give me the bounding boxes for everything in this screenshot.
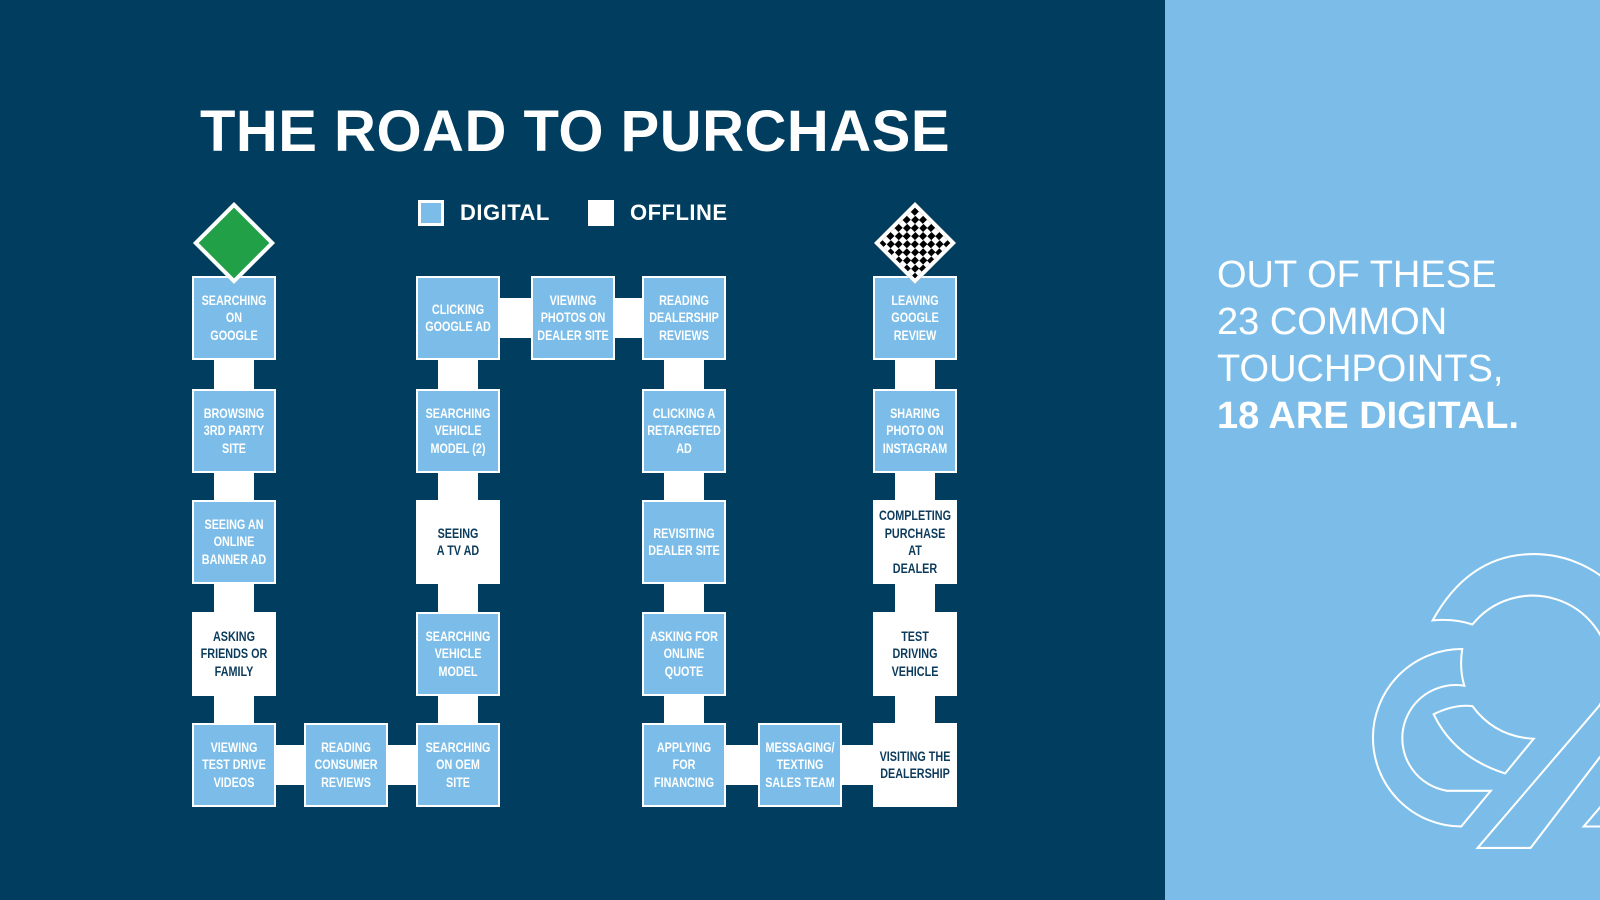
touchpoint-label: VISITING THE DEALERSHIP — [879, 748, 951, 782]
touchpoint-digital: ASKING FOR ONLINE QUOTE — [642, 612, 726, 696]
touchpoint-label: VIEWING TEST DRIVE VIDEOS — [202, 739, 266, 790]
touchpoint-label: ASKING FOR ONLINE QUOTE — [650, 628, 718, 679]
road-to-purchase-board: THE ROAD TO PURCHASE DIGITAL OFFLINE SEA… — [192, 99, 957, 807]
touchpoint-digital: SEARCHING ON OEM SITE — [416, 723, 500, 807]
touchpoint-digital: READING CONSUMER REVIEWS — [304, 723, 388, 807]
touchpoint-digital: VIEWING PHOTOS ON DEALER SITE — [531, 276, 615, 360]
touchpoint-label: BROWSING 3RD PARTY SITE — [203, 405, 265, 456]
touchpoint-digital: MESSAGING/ TEXTING SALES TEAM — [758, 723, 842, 807]
page-title: THE ROAD TO PURCHASE — [199, 99, 951, 164]
touchpoint-label: ASKING FRIENDS OR FAMILY — [200, 628, 268, 679]
touchpoint-label: SEARCHING ON OEM SITE — [425, 739, 491, 790]
touchpoint-label: CLICKING A RETARGETED AD — [647, 405, 721, 456]
touchpoint-label: SEARCHING ON GOOGLE — [201, 292, 267, 343]
touchpoint-offline: VISITING THE DEALERSHIP — [873, 723, 957, 807]
touchpoint-label: SEARCHING VEHICLE MODEL (2) — [425, 405, 491, 456]
digital-swatch — [418, 200, 444, 226]
touchpoint-label: SHARING PHOTO ON INSTAGRAM — [882, 405, 948, 456]
touchpoint-digital: SEARCHING ON GOOGLE — [192, 276, 276, 360]
touchpoint-label: APPLYING FOR FINANCING — [654, 739, 714, 790]
legend-digital: DIGITAL — [418, 200, 550, 226]
touchpoint-digital: CLICKING GOOGLE AD — [416, 276, 500, 360]
touchpoint-digital: REVISITING DEALER SITE — [642, 500, 726, 584]
summary-line-3: TOUCHPOINTS, — [1217, 348, 1504, 390]
touchpoint-digital: APPLYING FOR FINANCING — [642, 723, 726, 807]
summary-highlight: 18 ARE DIGITAL. — [1217, 395, 1519, 437]
touchpoint-label: SEEING AN ONLINE BANNER AD — [201, 516, 267, 567]
touchpoint-label: READING DEALERSHIP REVIEWS — [649, 292, 719, 343]
legend-digital-label: DIGITAL — [460, 200, 550, 225]
touchpoint-digital: BROWSING 3RD PARTY SITE — [192, 389, 276, 473]
touchpoint-label: READING CONSUMER REVIEWS — [314, 739, 378, 790]
touchpoint-label: LEAVING GOOGLE REVIEW — [891, 292, 939, 343]
legend-offline-label: OFFLINE — [630, 200, 728, 225]
brand-logo-outline-icon — [1371, 553, 1600, 849]
touchpoint-offline: SEEING A TV AD — [416, 500, 500, 584]
touchpoint-offline: COMPLETING PURCHASE AT DEALER — [873, 500, 957, 584]
touchpoint-digital: VIEWING TEST DRIVE VIDEOS — [192, 723, 276, 807]
legend-offline: OFFLINE — [588, 200, 728, 226]
checkered-flag-diamond-icon — [873, 201, 957, 285]
touchpoint-offline: ASKING FRIENDS OR FAMILY — [192, 612, 276, 696]
touchpoint-digital: CLICKING A RETARGETED AD — [642, 389, 726, 473]
touchpoint-digital: LEAVING GOOGLE REVIEW — [873, 276, 957, 360]
touchpoint-digital: SEARCHING VEHICLE MODEL (2) — [416, 389, 500, 473]
touchpoint-label: SEARCHING VEHICLE MODEL — [425, 628, 491, 679]
touchpoint-digital: READING DEALERSHIP REVIEWS — [642, 276, 726, 360]
summary-line-1: OUT OF THESE — [1217, 254, 1497, 296]
green-diamond-start-icon — [192, 201, 276, 285]
touchpoint-label: MESSAGING/ TEXTING SALES TEAM — [765, 739, 835, 790]
touchpoint-digital: SEEING AN ONLINE BANNER AD — [192, 500, 276, 584]
touchpoint-digital: SEARCHING VEHICLE MODEL — [416, 612, 500, 696]
summary-line-2: 23 COMMON — [1217, 301, 1448, 343]
touchpoint-digital: SHARING PHOTO ON INSTAGRAM — [873, 389, 957, 473]
touchpoint-offline: TEST DRIVING VEHICLE — [873, 612, 957, 696]
touchpoint-label: SEEING A TV AD — [436, 525, 480, 559]
touchpoint-label: TEST DRIVING VEHICLE — [891, 628, 939, 679]
summary-text: OUT OF THESE 23 COMMON TOUCHPOINTS, 18 A… — [1217, 252, 1519, 440]
touchpoint-label: VIEWING PHOTOS ON DEALER SITE — [537, 292, 609, 343]
touchpoint-label: COMPLETING PURCHASE AT DEALER — [879, 508, 951, 576]
offline-swatch — [588, 200, 614, 226]
touchpoint-label: CLICKING GOOGLE AD — [425, 301, 491, 335]
touchpoint-label: REVISITING DEALER SITE — [648, 525, 720, 559]
summary-panel: OUT OF THESE 23 COMMON TOUCHPOINTS, 18 A… — [1165, 0, 1600, 900]
